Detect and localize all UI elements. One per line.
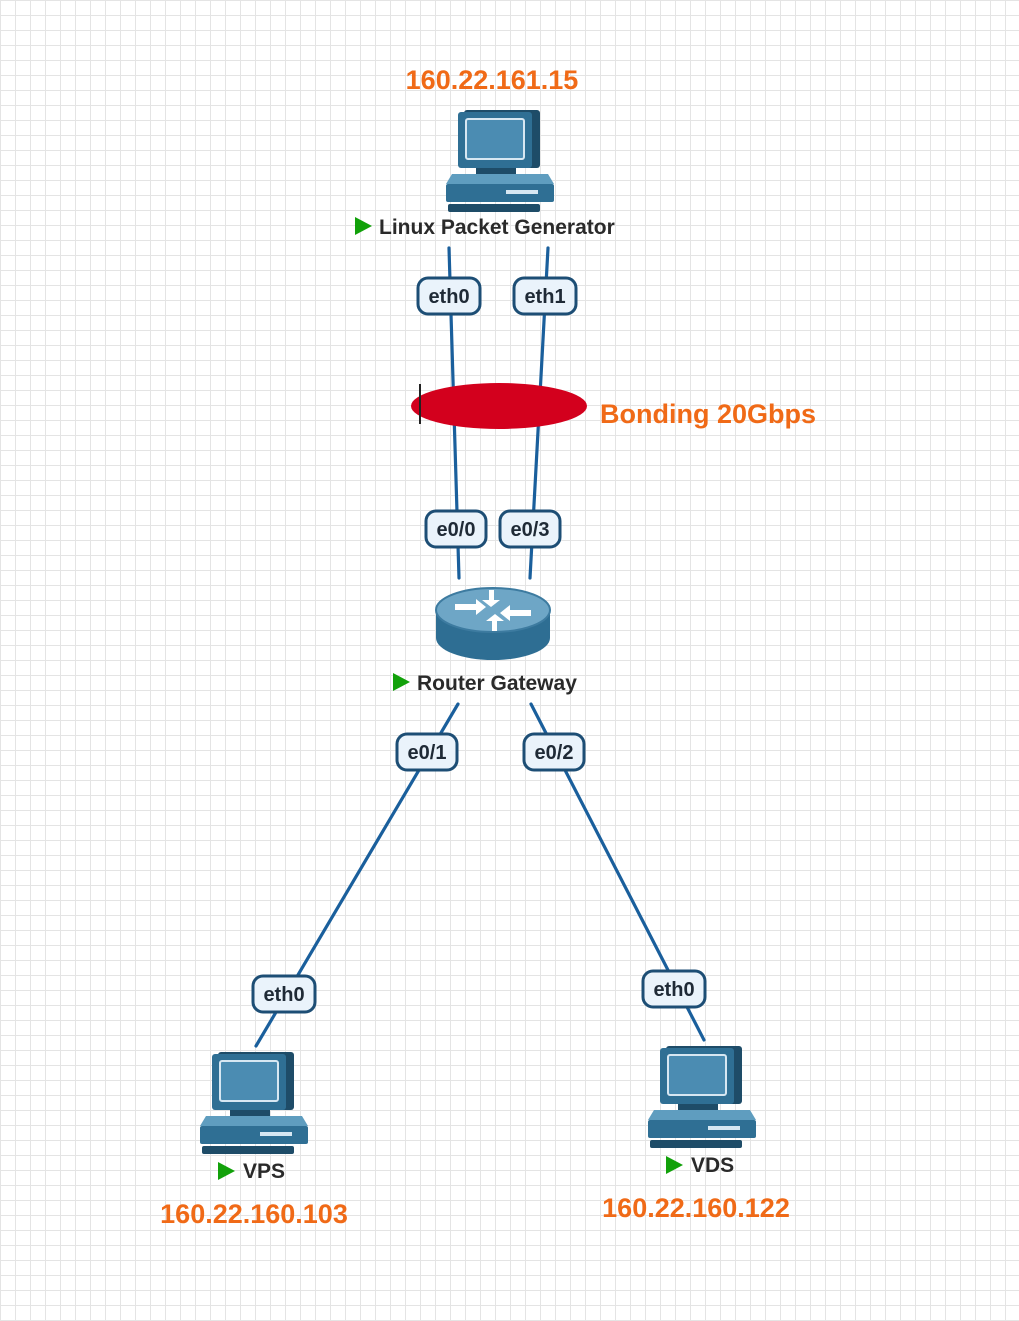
vds-run-icon[interactable] bbox=[666, 1156, 683, 1174]
port-router-e00[interactable]: e0/0 bbox=[424, 509, 488, 549]
svg-text:e0/3: e0/3 bbox=[511, 519, 550, 541]
bonding-label: Bonding 20Gbps bbox=[600, 399, 816, 429]
vps-run-icon[interactable] bbox=[218, 1162, 235, 1180]
port-router-e01[interactable]: e0/1 bbox=[395, 732, 459, 772]
linux-name: Linux Packet Generator bbox=[379, 216, 615, 239]
linux-run-icon[interactable] bbox=[355, 217, 372, 235]
svg-text:eth0: eth0 bbox=[428, 286, 469, 308]
port-vps-eth0[interactable]: eth0 bbox=[251, 974, 317, 1014]
vps-computer-icon[interactable] bbox=[199, 1051, 309, 1155]
vps-ip: 160.22.160.103 bbox=[160, 1199, 348, 1229]
port-linux-eth1[interactable]: eth1 bbox=[512, 276, 578, 316]
port-linux-eth0[interactable]: eth0 bbox=[416, 276, 482, 316]
svg-text:e0/0: e0/0 bbox=[437, 519, 476, 541]
linux-computer-icon[interactable] bbox=[445, 109, 555, 213]
vds-ip: 160.22.160.122 bbox=[602, 1193, 790, 1223]
port-router-e02[interactable]: e0/2 bbox=[522, 732, 586, 772]
svg-text:eth1: eth1 bbox=[524, 286, 565, 308]
port-router-e03[interactable]: e0/3 bbox=[498, 509, 562, 549]
router-icon[interactable] bbox=[435, 587, 551, 660]
linux-ip: 160.22.161.15 bbox=[406, 65, 579, 95]
vds-computer-icon[interactable] bbox=[647, 1045, 757, 1149]
router-run-icon[interactable] bbox=[393, 673, 410, 691]
vds-name: VDS bbox=[691, 1154, 734, 1177]
router-name: Router Gateway bbox=[417, 672, 577, 695]
bonding-ellipse[interactable] bbox=[411, 383, 587, 429]
svg-text:eth0: eth0 bbox=[263, 984, 304, 1006]
svg-text:eth0: eth0 bbox=[653, 979, 694, 1001]
svg-text:e0/1: e0/1 bbox=[408, 742, 447, 764]
svg-text:e0/2: e0/2 bbox=[535, 742, 574, 764]
port-vds-eth0[interactable]: eth0 bbox=[641, 969, 707, 1009]
vps-name: VPS bbox=[243, 1160, 285, 1183]
